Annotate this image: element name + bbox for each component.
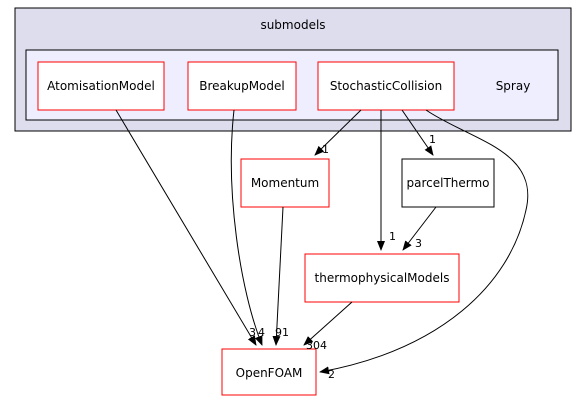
node-stochasticcollision-label: StochasticCollision bbox=[330, 79, 442, 93]
edge-label-stochastic-parcelthermo: 1 bbox=[429, 133, 436, 146]
node-breakupmodel-box bbox=[187, 61, 297, 111]
node-openfoam[interactable]: OpenFOAM bbox=[221, 348, 317, 396]
node-thermophysicalmodels-box bbox=[304, 253, 460, 303]
edge-parcelthermo-to-thermophysical bbox=[402, 206, 437, 251]
node-momentum[interactable]: Momentum bbox=[240, 158, 330, 208]
node-breakupmodel[interactable]: BreakupModel bbox=[187, 61, 297, 111]
edge-stochastic-to-openfoam bbox=[319, 109, 529, 375]
edge-stochastic-to-parcelthermo bbox=[401, 109, 434, 156]
edge-momentum-to-openfoam bbox=[272, 206, 284, 346]
node-momentum-label: Momentum bbox=[251, 176, 319, 190]
node-breakupmodel-label: BreakupModel bbox=[199, 79, 284, 93]
node-openfoam-label: OpenFOAM bbox=[236, 366, 303, 380]
node-openfoam-box bbox=[221, 348, 317, 396]
node-parcelthermo-box bbox=[401, 158, 495, 208]
edge-label-breakup-openfoam: 4 bbox=[258, 326, 265, 339]
edge-label-parcelthermo-thermophysical: 3 bbox=[415, 237, 422, 250]
edge-label-momentum-openfoam: 91 bbox=[275, 326, 289, 339]
node-thermophysicalmodels[interactable]: thermophysicalModels bbox=[304, 253, 460, 303]
node-atomisationmodel-box bbox=[37, 61, 165, 111]
edge-label-atomisation-openfoam: 3 bbox=[249, 326, 256, 339]
edge-thermophysical-to-openfoam bbox=[303, 301, 353, 346]
edge-atomisation-to-openfoam bbox=[115, 109, 257, 346]
edge-label-thermophysical-openfoam: 304 bbox=[306, 339, 327, 352]
edge-label-stochastic-momentum: 1 bbox=[322, 143, 329, 156]
node-parcelthermo-label: parcelThermo bbox=[406, 176, 489, 190]
cluster-spray-label: Spray bbox=[496, 79, 531, 93]
node-parcelthermo[interactable]: parcelThermo bbox=[401, 158, 495, 208]
node-thermophysicalmodels-label: thermophysicalModels bbox=[315, 271, 450, 285]
node-stochasticcollision-box bbox=[317, 61, 455, 111]
node-atomisationmodel-label: AtomisationModel bbox=[47, 79, 155, 93]
node-stochasticcollision[interactable]: StochasticCollision bbox=[317, 61, 455, 111]
edge-label-stochastic-openfoam: 2 bbox=[328, 368, 335, 381]
edge-breakup-to-openfoam bbox=[230, 109, 263, 346]
node-momentum-box bbox=[240, 158, 330, 208]
edge-label-stochastic-thermophysical: 1 bbox=[389, 230, 396, 243]
node-atomisationmodel[interactable]: AtomisationModel bbox=[37, 61, 165, 111]
edge-stochastic-to-momentum bbox=[314, 109, 362, 156]
cluster-submodels-label: submodels bbox=[260, 18, 325, 32]
